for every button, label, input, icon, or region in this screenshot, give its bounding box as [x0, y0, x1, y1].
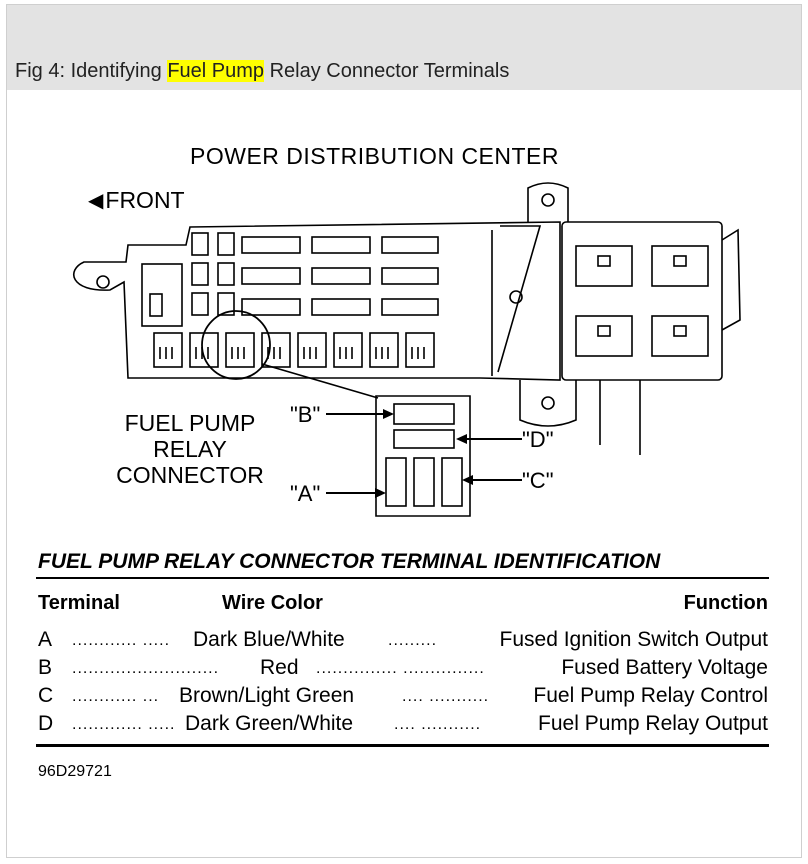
function-cell: Fuel Pump Relay Output [538, 712, 768, 735]
function-cell: Fused Battery Voltage [561, 656, 768, 679]
figure-frame [6, 4, 802, 858]
front-label: FRONT [105, 187, 185, 213]
leader-dots: ............... ............... [316, 660, 485, 677]
caption-bar [7, 5, 801, 90]
caption-suffix: Relay Connector Terminals [264, 60, 510, 82]
header-wire-color: Wire Color [222, 592, 323, 614]
header-terminal: Terminal [38, 592, 120, 614]
caption-highlight: Fuel Pump [167, 60, 265, 82]
connector-label: FUEL PUMP RELAY CONNECTOR [105, 410, 275, 488]
leader-dots: ............. ..... [72, 716, 176, 733]
figure-caption: Fig 4: Identifying Fuel Pump Relay Conne… [15, 60, 509, 83]
leader-dots: ......... [388, 632, 438, 649]
table-row: D ............. ..... Dark Green/White .… [38, 712, 768, 738]
wire-color-cell: Brown/Light Green [179, 684, 355, 707]
header-function: Function [683, 592, 768, 614]
wire-color-cell: Dark Blue/White [193, 628, 345, 651]
connector-label-line: FUEL PUMP [124, 410, 256, 436]
connector-label-line: RELAY [153, 436, 227, 462]
terminal-tag-d: "D" [522, 427, 554, 452]
function-cell: Fused Ignition Switch Output [499, 628, 768, 651]
arrow-left-icon: ◀ [88, 190, 104, 212]
terminal-cell: D [38, 712, 54, 735]
table-row: B ........................... Red ......… [38, 656, 768, 682]
terminal-cell: A [38, 628, 53, 651]
table-title: FUEL PUMP RELAY CONNECTOR TERMINAL IDENT… [38, 550, 661, 573]
leader-dots: .... ........... [394, 716, 482, 733]
table-row: C ............ ... Brown/Light Green ...… [38, 684, 768, 710]
table-top-rule [36, 577, 769, 579]
leader-dots: ........................... [72, 660, 220, 677]
leader-dots: .... ........... [402, 688, 490, 705]
wire-color-cell: Red [260, 656, 299, 679]
function-cell: Fuel Pump Relay Control [533, 684, 768, 707]
wire-color-cell: Dark Green/White [185, 712, 354, 735]
leader-dots: ............ ... [72, 688, 160, 705]
table-bottom-rule [36, 744, 769, 747]
terminal-tag-a: "A" [290, 481, 321, 506]
terminal-tag-b: "B" [290, 402, 321, 427]
table-row: A ............ ..... Dark Blue/White ...… [38, 628, 768, 654]
terminal-cell: C [38, 684, 54, 707]
terminal-cell: B [38, 656, 53, 679]
reference-number: 96D29721 [38, 763, 112, 780]
caption-prefix: Fig 4: Identifying [15, 60, 168, 82]
diagram-title: POWER DISTRIBUTION CENTER [190, 143, 560, 169]
terminal-tag-c: "C" [522, 468, 554, 493]
leader-dots: ............ ..... [72, 632, 171, 649]
front-indicator: ◀FRONT [88, 187, 185, 214]
connector-label-line: CONNECTOR [116, 462, 264, 488]
